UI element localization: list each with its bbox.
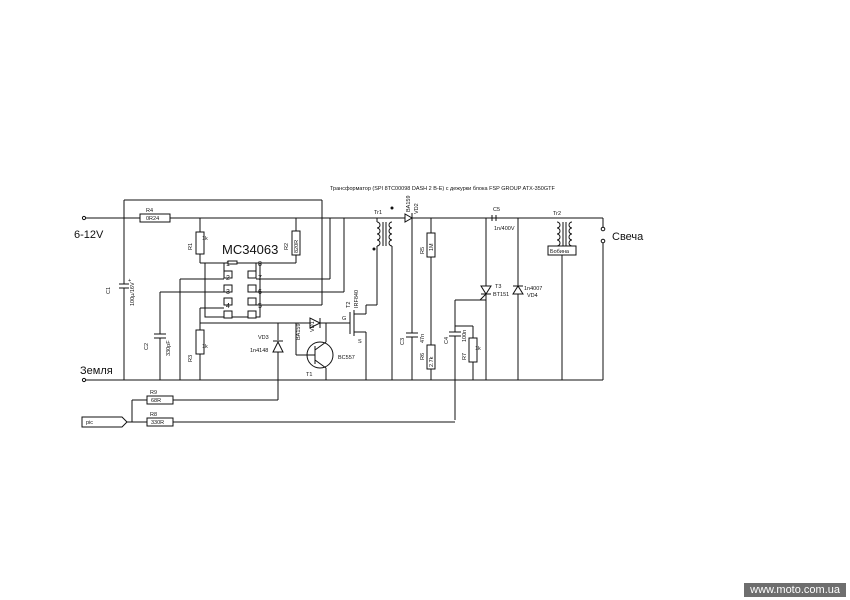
ground-rail [81,377,603,383]
t1-value: BC557 [338,355,355,361]
t2-ref: T2 [346,302,352,308]
resistor-r3: R3 1k [188,329,208,380]
mosfet-t2: T2 IRF840 G S [340,290,367,380]
ic-pin-8: 8 [258,261,262,268]
vd1-value: BA159 [296,323,302,340]
vd2-value: BA159 [406,195,412,212]
ic-pin-5: 5 [258,303,262,310]
capacitor-c5: C5 1n/400V [491,207,515,232]
resistor-r5: R5 1M [420,218,436,345]
gate-network [454,299,486,420]
ic-mc34063: MC34063 1 2 3 4 8 7 6 5 [204,242,278,319]
diode-vd3: VD3 1n4148 [250,323,284,400]
resistor-r7: R7 1k [462,337,481,380]
supply-rail [81,199,603,221]
r3-value: 1k [202,344,208,350]
c4-ref: C4 [444,337,450,344]
r3-ref: R3 [188,355,194,362]
svg-text:+: + [128,278,131,284]
t3-ref: T3 [495,284,501,290]
vd1-ref: VD1 [310,321,316,332]
c2-value: 330pF [166,340,172,356]
r7-ref: R7 [462,353,468,360]
c3-value: 47n [420,334,426,343]
input-network: pic [81,399,455,428]
resistor-r1: R1 1k [188,218,208,263]
resistor-r4: R4 0R24 [139,208,171,223]
ic-pin-1: 1 [226,261,230,268]
r2-ref: R2 [284,243,290,250]
r6-value: 2.7k [429,356,435,367]
resistor-r9: R9 68R [146,390,174,405]
r1-ref: R1 [188,243,194,250]
r9-value: 68R [151,398,161,404]
diode-vd1: VD1 BA159 [296,317,322,340]
capacitor-c2: C2 330pF [144,333,172,380]
capacitor-c4: C4 100n [444,330,468,380]
thyristor-t3: T3 BT151 [479,218,509,380]
transistor-t1: T1 BC557 [295,323,355,380]
r5-ref: R5 [420,247,426,254]
t2-gate-label: G [342,316,346,322]
t3-value: BT151 [493,292,509,298]
capacitor-c1: C1 100µ/16V + [106,218,136,380]
c1-ref: C1 [106,287,112,294]
resistor-r6: R6 2.7k [420,344,436,380]
spark-label: Свеча [612,231,644,243]
r2-value: 820R [294,240,300,253]
c5-ref: C5 [493,207,500,213]
ic-pin-4: 4 [226,303,230,310]
ic-pin-3: 3 [226,289,230,296]
ground-label: Земля [80,365,113,377]
schematic-caption: Трансформатор (SPI 8TC00098 DASH 2 В-Е) … [330,186,555,192]
c4-value: 100n [462,330,468,342]
diode-vd4: 1n4007 VD4 [512,218,542,380]
r8-value: 330R [151,420,164,426]
ic-pin-2: 2 [226,275,230,282]
capacitor-c3: C3 47n [400,218,426,380]
r4-value: 0R24 [146,216,159,222]
ic-wiring [159,200,345,380]
r6-ref: R6 [420,353,426,360]
t2-source-label: S [358,339,362,345]
tr1-ref: Tr1 [374,210,382,216]
vd4-ref: VD4 [527,293,538,299]
tr2-ref: Tr2 [553,211,561,217]
r7-value: 1k [475,346,481,352]
t1-ref: T1 [306,372,312,378]
spark-plug-terminals [600,218,606,380]
r1-value: 1k [202,236,208,242]
vd2-ref: VD2 [414,203,420,214]
c1-value: 100µ/16V [130,282,136,306]
vd3-ref: VD3 [258,335,269,341]
supply-label: 6-12V [74,229,104,241]
r4-ref: R4 [146,208,153,214]
vd3-value: 1n4148 [250,348,268,354]
r8-ref: R8 [150,412,157,418]
vd4-value: 1n4007 [524,286,542,292]
ignition-coil-tr2: Tr2 Бобина [547,211,577,380]
c3-ref: C3 [400,338,406,345]
resistor-r2: R2 820R [284,218,301,263]
c2-ref: C2 [144,343,150,350]
resistor-r8: R8 330R [146,412,174,427]
r5-value: 1M [429,243,435,251]
ic-name: MC34063 [222,242,278,257]
watermark: www.moto.com.ua [744,583,846,597]
input-label: pic [86,420,93,426]
c5-value: 1n/400V [494,226,515,232]
tr2-value: Бобина [550,249,570,255]
transformer-tr1: Tr1 [366,206,394,380]
r9-ref: R9 [150,390,157,396]
t2-value: IRF840 [354,290,360,308]
